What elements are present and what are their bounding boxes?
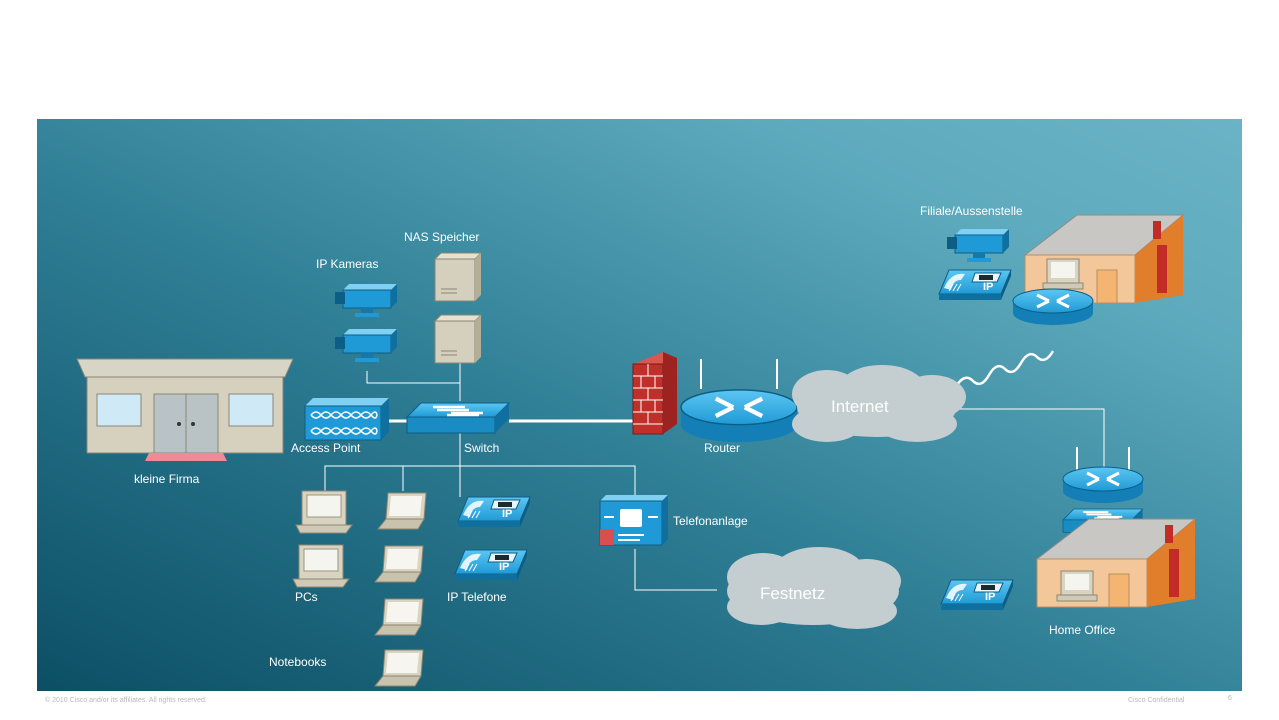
ip-phone-icon xyxy=(454,549,528,581)
internet-cloud-icon xyxy=(792,365,966,442)
landline-cloud-icon xyxy=(727,547,901,629)
nas-label: NAS Speicher xyxy=(404,230,480,244)
ip-badge: IP xyxy=(499,561,509,573)
pbx-label: Telefonanlage xyxy=(673,514,748,528)
firewall-icon xyxy=(632,352,677,435)
home-office-label: Home Office xyxy=(1049,623,1116,637)
cameras-label: IP Kameras xyxy=(316,257,379,271)
notebook-icon xyxy=(374,545,424,583)
router-label: Router xyxy=(704,441,741,455)
camera-icon xyxy=(946,228,1010,263)
ip-phone-icon xyxy=(938,269,1012,301)
company-label: kleine Firma xyxy=(134,472,200,486)
company-building-icon xyxy=(76,358,294,461)
router-icon xyxy=(681,359,797,442)
nas-server-icon xyxy=(433,252,483,302)
access-point-icon xyxy=(304,398,389,441)
diagram-canvas: IP IP IP IP xyxy=(76,214,1196,687)
notebooks-label: Notebooks xyxy=(269,655,327,669)
access-point-label: Access Point xyxy=(291,441,361,455)
camera-icon xyxy=(334,283,398,318)
pc-icon xyxy=(295,490,353,534)
router-icon xyxy=(1011,287,1095,327)
camera-icon xyxy=(334,328,398,363)
switch-icon xyxy=(405,401,511,435)
network-diagram: IP IP IP IP NAS Speicher IP Kameras Acce… xyxy=(37,119,1242,691)
home-computer-icon xyxy=(1056,570,1098,602)
ip-badge: IP xyxy=(985,591,995,603)
landline-label: Festnetz xyxy=(760,584,826,603)
pcs-label: PCs xyxy=(295,590,318,604)
connection-lines xyxy=(324,349,1105,591)
notebook-icon xyxy=(374,598,424,636)
ip-badge: IP xyxy=(983,281,993,293)
branch-label: Filiale/Aussenstelle xyxy=(920,204,1023,218)
pbx-icon xyxy=(599,495,668,546)
router-icon xyxy=(1061,465,1145,505)
page-number: 6 xyxy=(1228,695,1232,702)
notebook-icon xyxy=(374,649,424,687)
home-router-antennas xyxy=(1076,447,1130,471)
internet-label: Internet xyxy=(831,397,889,416)
ip-phones-label: IP Telefone xyxy=(447,590,507,604)
ip-badge: IP xyxy=(502,508,512,520)
pc-icon xyxy=(292,544,350,588)
nas-server-icon xyxy=(433,314,483,364)
copyright-footer: © 2010 Cisco and/or its affiliates. All … xyxy=(45,697,207,704)
switch-label: Switch xyxy=(464,441,500,455)
notebook-icon xyxy=(377,492,427,530)
ip-phone-icon xyxy=(457,496,531,528)
branch-computer-icon xyxy=(1042,258,1084,290)
confidential-footer: Cisco Confidential xyxy=(1128,697,1185,704)
ip-phone-icon xyxy=(940,579,1014,611)
